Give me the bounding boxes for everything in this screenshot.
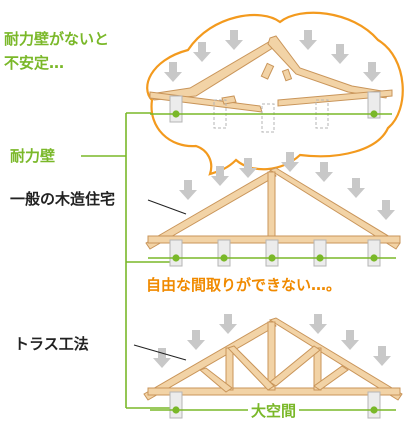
truss-roof — [143, 314, 403, 419]
truss-method-label: トラス工法 — [14, 335, 89, 353]
unstable-label-line2: 不安定… — [4, 54, 65, 72]
bracket-lines — [81, 112, 170, 409]
general-house-label: 一般の木造住宅 — [10, 190, 116, 208]
unstable-bubble — [146, 11, 404, 176]
bearing-wall-label: 耐力壁 — [10, 147, 56, 165]
unstable-label-line1: 耐力壁がないと — [4, 30, 110, 48]
large-space-label: 大空間 — [248, 400, 300, 421]
general-house-roof — [145, 152, 401, 267]
no-free-layout-label: 自由な間取りができない…。 — [146, 276, 342, 294]
